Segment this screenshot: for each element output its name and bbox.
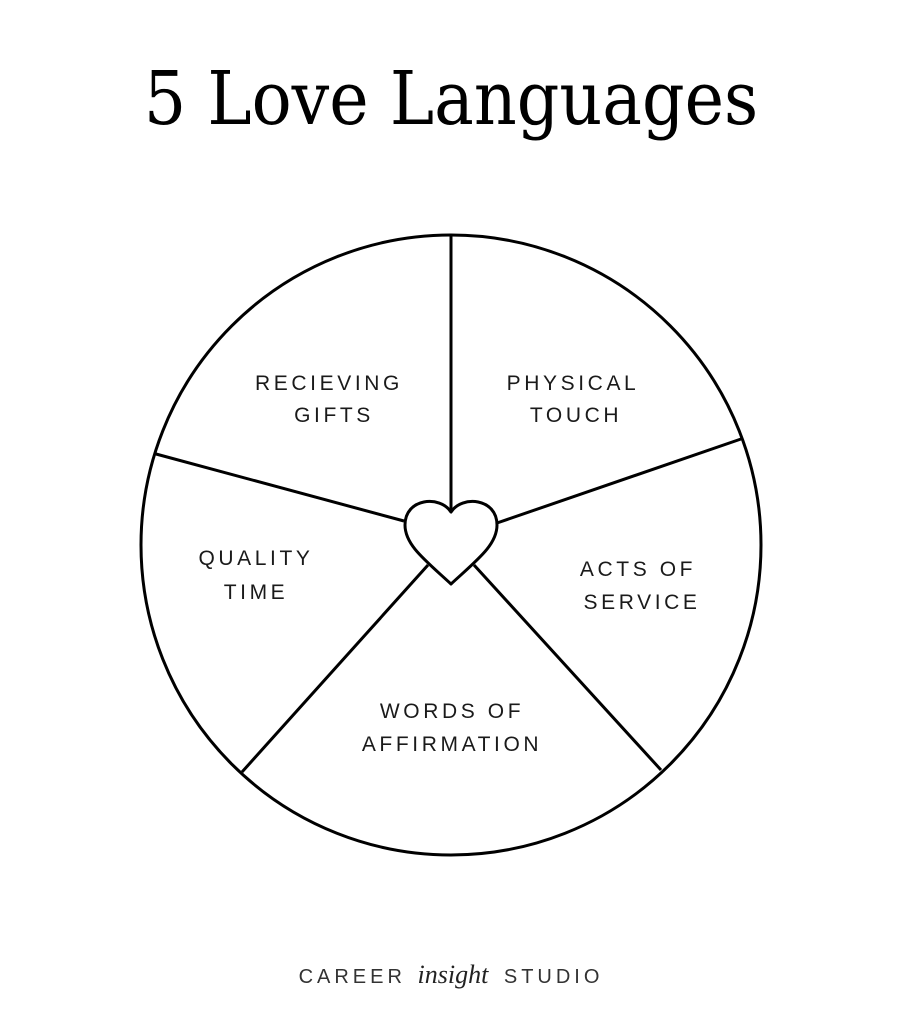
divider-upper-right	[496, 437, 742, 525]
segment-label-line1: WORDS OF	[380, 700, 524, 723]
segment-physical-touch: PHYSICAL TOUCH	[507, 372, 640, 427]
divider-upper-left	[155, 452, 405, 523]
segment-label-line1: PHYSICAL	[507, 372, 640, 395]
segment-words-of-affirmation: WORDS OF AFFIRMATION	[362, 700, 542, 756]
segment-label-line2: TOUCH	[530, 404, 622, 427]
segment-label-line2: SERVICE	[583, 591, 700, 614]
brand-studio: STUDIO	[503, 966, 604, 988]
heart-icon	[403, 499, 499, 586]
segment-label-line1: RECIEVING	[255, 372, 403, 395]
divider-lower-right	[472, 563, 663, 772]
segment-label-line1: ACTS OF	[580, 558, 696, 581]
page-title: 5 Love Languages	[143, 56, 759, 142]
segment-label-line2: TIME	[224, 581, 289, 604]
brand-footer: CAREER insight STUDIO	[0, 960, 902, 990]
divider-lower-left	[240, 563, 430, 774]
segment-label-line2: GIFTS	[294, 404, 374, 427]
wheel-dividers	[155, 235, 742, 774]
brand-career: CAREER	[298, 966, 406, 988]
segment-label-line2: AFFIRMATION	[362, 733, 542, 756]
segment-acts-of-service: ACTS OF SERVICE	[580, 558, 700, 614]
brand-insight: insight	[417, 960, 489, 989]
segment-label-line1: QUALITY	[198, 547, 313, 570]
segment-receiving-gifts: RECIEVING GIFTS	[255, 372, 403, 427]
segment-quality-time: QUALITY TIME	[198, 547, 313, 604]
